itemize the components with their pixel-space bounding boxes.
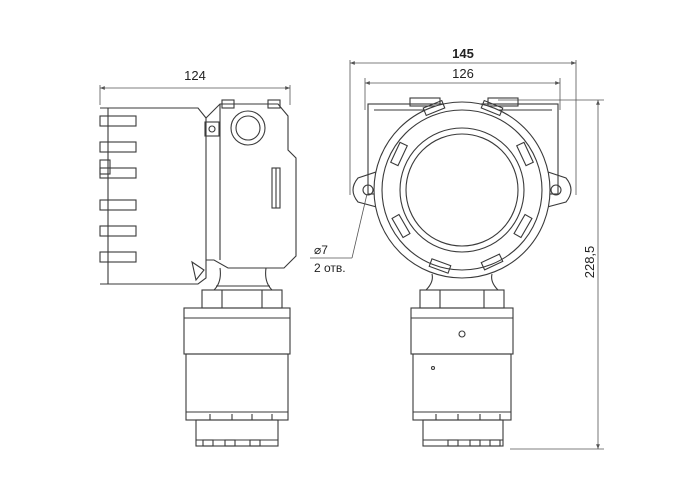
right-mount-hole: [550, 184, 562, 196]
dimension-side-width-label: 124: [184, 68, 206, 83]
side-view: [99, 85, 297, 447]
front-round-housing: [373, 99, 551, 279]
hole-count-label: 2 отв.: [314, 261, 346, 275]
dimension-body-width-label: 126: [452, 66, 474, 81]
mounting-ears: [352, 167, 572, 211]
front-hex-nut: [419, 289, 505, 309]
front-sensor: [410, 307, 514, 447]
dimension-side-width: [99, 85, 291, 105]
side-neck: [212, 267, 274, 291]
dimension-height: [498, 99, 604, 450]
hole-leader: [310, 193, 368, 259]
junction-box: [191, 99, 297, 282]
dimension-overall-width-label: 145: [452, 46, 474, 61]
left-mount-hole: [362, 184, 374, 196]
side-sensor: [183, 307, 291, 447]
side-hex-nut: [201, 289, 283, 309]
hole-diameter-label: ⌀7: [314, 243, 328, 257]
ring-lugs: [389, 99, 535, 274]
dimension-body-width: [364, 78, 561, 110]
housing-body: [99, 107, 207, 285]
front-view: [310, 60, 604, 450]
dimension-height-label: 228,5: [582, 246, 597, 279]
dimension-overall-width: [349, 60, 577, 195]
